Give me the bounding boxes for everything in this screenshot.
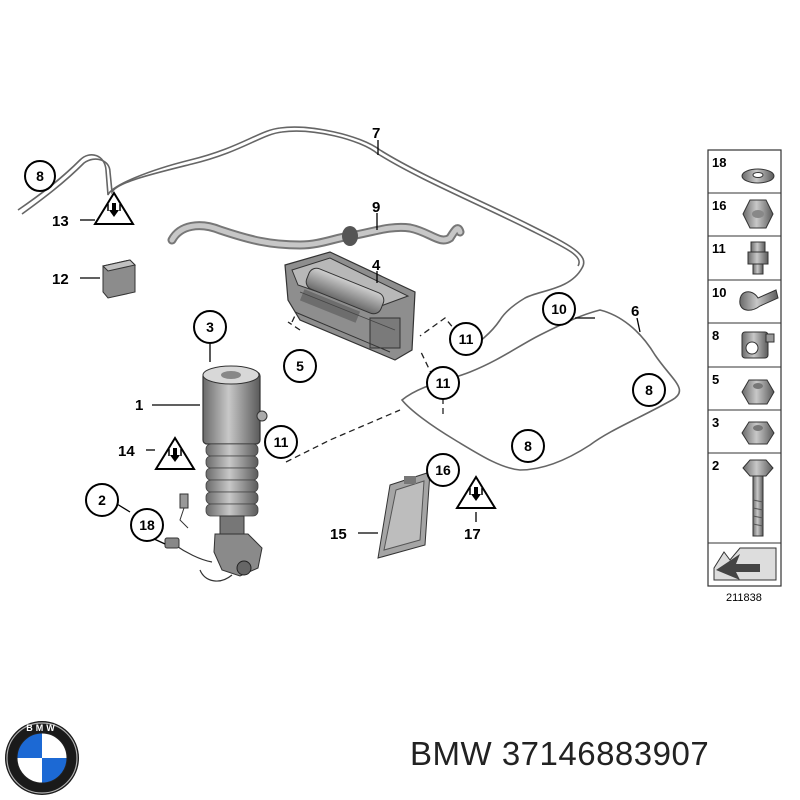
svg-text:3: 3: [206, 319, 214, 335]
svg-text:16: 16: [712, 198, 726, 213]
callout-18: 18: [130, 508, 164, 542]
callout-10: 10: [542, 292, 576, 326]
svg-text:BMW: BMW: [26, 723, 58, 733]
callout-3: 3: [193, 310, 227, 344]
svg-text:8: 8: [645, 382, 653, 398]
svg-text:10: 10: [551, 301, 567, 317]
svg-text:10: 10: [712, 285, 726, 300]
panel-item-3: 3: [712, 415, 775, 445]
callout-12: 12: [52, 271, 69, 288]
callout-17: 17: [464, 526, 481, 543]
panel-item-16: 16: [712, 198, 774, 229]
warning-triangle-17: [455, 475, 497, 509]
callout-6: 6: [631, 303, 639, 320]
panel-item-5: 5: [712, 372, 775, 405]
bmw-logo: BMW: [5, 721, 79, 795]
svg-text:11: 11: [459, 331, 474, 347]
callout-13: 13: [52, 213, 69, 230]
svg-text:18: 18: [712, 155, 726, 170]
panel-item-2: 2: [712, 458, 774, 537]
leader-lines: [80, 140, 641, 545]
callout-7: 7: [372, 125, 380, 142]
control-unit-15: [377, 471, 431, 559]
panel-item-11: 11: [712, 241, 769, 275]
svg-text:2: 2: [712, 458, 719, 473]
panel-item-10: 10: [712, 285, 779, 311]
callout-14: 14: [118, 443, 135, 460]
svg-text:11: 11: [712, 241, 726, 256]
svg-text:8: 8: [36, 168, 44, 184]
callout-4: 4: [372, 257, 381, 274]
callout-15: 15: [330, 526, 347, 543]
callout-8-bottom: 8: [511, 429, 545, 463]
diagram-code: 211838: [726, 592, 762, 604]
part-number-title: BMW 37146883907: [410, 735, 710, 772]
callout-16: 16: [426, 453, 460, 487]
svg-text:11: 11: [436, 375, 451, 391]
svg-text:5: 5: [712, 372, 719, 387]
svg-text:8: 8: [712, 328, 719, 343]
air-line-6: [400, 309, 681, 471]
callout-11-top: 11: [449, 322, 483, 356]
svg-text:18: 18: [139, 517, 155, 533]
svg-text:8: 8: [524, 438, 532, 454]
callout-11-strut: 11: [264, 425, 298, 459]
air-strut-1: [164, 365, 268, 582]
warning-triangle-14: [154, 436, 196, 470]
air-line-7: [17, 126, 585, 351]
panel-item-18: 18: [712, 155, 775, 184]
svg-text:11: 11: [274, 434, 289, 450]
air-lines: [17, 126, 681, 471]
callout-5: 5: [283, 349, 317, 383]
callout-8-right: 8: [632, 373, 666, 407]
svg-text:16: 16: [435, 462, 451, 478]
svg-text:3: 3: [712, 415, 719, 430]
small-parts-panel: 18 16 11 10 8 5: [707, 149, 782, 604]
svg-text:2: 2: [98, 492, 106, 508]
callout-1: 1: [135, 397, 143, 414]
callout-8-left: 8: [24, 160, 56, 192]
callout-11-mid: 11: [426, 366, 460, 400]
vent-hose-9: [167, 221, 465, 250]
callout-2: 2: [85, 483, 119, 517]
callout-9: 9: [372, 199, 380, 216]
warning-triangle-13: [93, 191, 135, 225]
panel-item-8: 8: [712, 328, 775, 359]
compressor-unit-4: [284, 251, 416, 361]
relay-12: [102, 259, 136, 299]
panel-arrow-icon: [713, 547, 777, 581]
svg-text:5: 5: [296, 358, 304, 374]
